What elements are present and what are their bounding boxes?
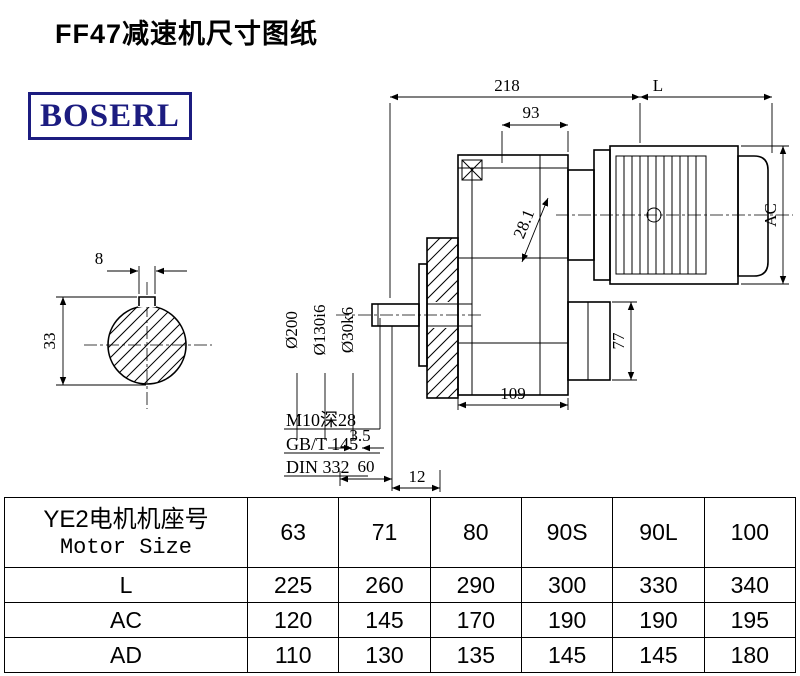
cell-AC-63: 120 — [246, 602, 340, 638]
table-row-AC: AC 120 145 170 190 190 195 — [4, 602, 797, 638]
motor-size-col-63: 63 — [246, 497, 340, 568]
dim-L-label: L — [653, 76, 663, 95]
dim-d130-label: Ø130i6 — [310, 305, 329, 356]
table-row-L: L 225 260 290 300 330 340 — [4, 567, 797, 603]
dim-AC-label: AC — [761, 203, 780, 227]
cell-L-63: 225 — [246, 567, 340, 603]
keyway-cutout — [138, 295, 156, 307]
dim-28-1-label: 28.1 — [510, 207, 539, 242]
motor-size-label-en: Motor Size — [59, 534, 193, 560]
cell-L-80: 290 — [429, 567, 522, 603]
dim-77-label: 77 — [609, 332, 628, 350]
inspection-plug — [461, 159, 483, 181]
cell-AD-90S: 145 — [520, 637, 614, 673]
cell-L-100: 340 — [703, 567, 797, 603]
note-m10-label: M10深28 — [286, 410, 356, 430]
cell-AC-90L: 190 — [612, 602, 705, 638]
motor-fins — [615, 155, 707, 275]
cell-AD-80: 135 — [429, 637, 522, 673]
cell-AC-80: 170 — [429, 602, 522, 638]
note-gbt145-label: GB/T 145 — [286, 434, 358, 454]
dim-bore-depth: 33 — [40, 296, 146, 386]
page-title: FF47减速机尺寸图纸 — [55, 19, 319, 49]
dim-key-width: 8 — [95, 249, 187, 294]
dim-60-label: 60 — [358, 457, 375, 476]
cell-L-71: 260 — [338, 567, 431, 603]
dim-8-label: 8 — [95, 249, 104, 268]
flange-hatch — [427, 238, 458, 398]
dim-109-label: 109 — [500, 384, 526, 403]
cell-AD-100: 180 — [703, 637, 797, 673]
motor-size-col-90S: 90S — [520, 497, 614, 568]
cell-L-90S: 300 — [520, 567, 614, 603]
table-row-AD: AD 110 130 135 145 145 180 — [4, 637, 797, 673]
cell-AD-63: 110 — [246, 637, 340, 673]
cell-AD-90L: 145 — [612, 637, 705, 673]
motor-size-header-cell: YE2电机机座号 Motor Size — [4, 497, 248, 568]
motor-size-label-cn: YE2电机机座号 — [43, 505, 209, 533]
row-label-L: L — [4, 567, 248, 603]
motor-shaft-center — [646, 207, 662, 223]
boserl-logo-text: BOSERL — [40, 97, 180, 134]
note-din332-label: DIN 332 — [286, 457, 350, 477]
dim-93-label: 93 — [523, 103, 540, 122]
dim-218-label: 218 — [494, 76, 520, 95]
motor-size-col-80: 80 — [429, 497, 522, 568]
motor-size-col-100: 100 — [703, 497, 797, 568]
dim-33-label: 33 — [40, 333, 59, 350]
dim-d30-label: Ø30k6 — [338, 307, 357, 353]
tapped-hole-notes: M10深28 GB/T 145 DIN 332 — [284, 318, 381, 477]
dim-d200-label: Ø200 — [282, 311, 301, 349]
cell-AC-100: 195 — [703, 602, 797, 638]
dim-3-5-label: 3.5 — [349, 426, 370, 445]
dimension-table: YE2电机机座号 Motor Size 63 71 80 90S 90L 100… — [4, 497, 797, 673]
cell-AD-71: 130 — [338, 637, 431, 673]
row-label-AC: AC — [4, 602, 248, 638]
shaft-section-view: 8 33 — [40, 249, 212, 409]
dim-12-label: 12 — [409, 467, 426, 486]
motor-size-col-71: 71 — [338, 497, 431, 568]
cell-AC-90S: 190 — [520, 602, 614, 638]
cell-AC-71: 145 — [338, 602, 431, 638]
table-header-row: YE2电机机座号 Motor Size 63 71 80 90S 90L 100 — [4, 497, 797, 568]
cell-L-90L: 330 — [612, 567, 705, 603]
motor-size-col-90L: 90L — [612, 497, 705, 568]
boserl-logo: BOSERL — [28, 92, 192, 140]
reducer-assembly — [336, 145, 793, 399]
technical-drawing: 8 33 — [40, 76, 793, 492]
row-label-AD: AD — [4, 637, 248, 673]
